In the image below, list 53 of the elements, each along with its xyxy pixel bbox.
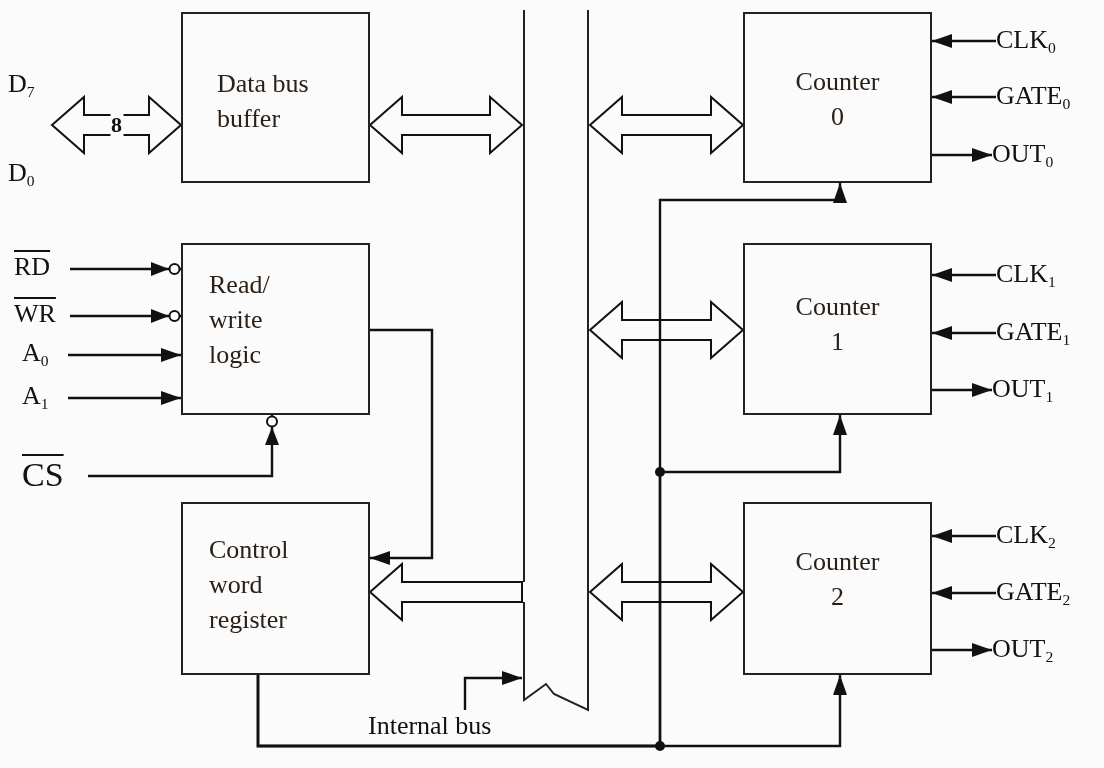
signal-label: OUT$_{1}$	[992, 373, 1054, 405]
signal-label: OUT$_{2}$	[992, 633, 1054, 665]
function-block	[743, 243, 932, 415]
signal-label: RD	[14, 251, 51, 283]
arrow	[70, 261, 181, 277]
signal-label: CLK$_{2}$	[996, 519, 1056, 551]
bus-arrow	[368, 561, 523, 623]
arrow	[932, 586, 996, 600]
function-block	[743, 12, 932, 183]
arrow	[932, 268, 996, 282]
bus-arrow	[588, 94, 745, 156]
arrow	[68, 348, 181, 362]
bus-arrow	[50, 94, 183, 156]
block-label: Read/ write logic	[209, 269, 271, 372]
signal-label: GATE$_{2}$	[996, 576, 1071, 608]
arrow	[68, 391, 181, 405]
block-label: Counter 2	[794, 546, 881, 614]
function-block	[743, 502, 932, 675]
arrow	[932, 148, 992, 162]
arrow	[932, 383, 992, 397]
arrow	[463, 671, 522, 710]
arrow	[932, 529, 996, 543]
arrow	[88, 415, 280, 478]
function-block	[181, 243, 370, 415]
signal-label: WR	[14, 298, 56, 330]
arrow	[932, 90, 996, 104]
signal-label: CLK$_{0}$	[996, 24, 1056, 56]
bus-arrow	[588, 299, 745, 361]
edge-label: 8	[110, 114, 123, 136]
signal-label: A$_{1}$	[22, 380, 49, 412]
signal-label: GATE$_{0}$	[996, 80, 1071, 112]
arrow	[932, 326, 996, 340]
bus-arrow	[368, 94, 524, 156]
arrow	[70, 308, 181, 324]
signal-label: OUT$_{0}$	[992, 138, 1054, 170]
arrow	[370, 328, 434, 565]
function-block	[181, 12, 370, 183]
bus-arrow	[588, 561, 745, 623]
arrow	[256, 675, 847, 748]
signal-label: A$_{0}$	[22, 337, 49, 369]
signal-label: Internal bus	[368, 710, 492, 742]
arrow	[932, 34, 996, 48]
block-label: Counter 1	[794, 291, 881, 359]
signal-label: GATE$_{1}$	[996, 316, 1071, 348]
signal-label: D$_{7}$	[8, 68, 35, 100]
arrow	[932, 643, 992, 657]
block-label: Control word register	[209, 534, 290, 637]
function-block	[181, 502, 370, 675]
block-label: Data bus buffer	[217, 68, 310, 136]
signal-label: CS	[22, 455, 64, 495]
block-label: Counter 0	[794, 66, 881, 134]
signal-label: D$_{0}$	[8, 156, 35, 188]
signal-label: CLK$_{1}$	[996, 258, 1056, 290]
